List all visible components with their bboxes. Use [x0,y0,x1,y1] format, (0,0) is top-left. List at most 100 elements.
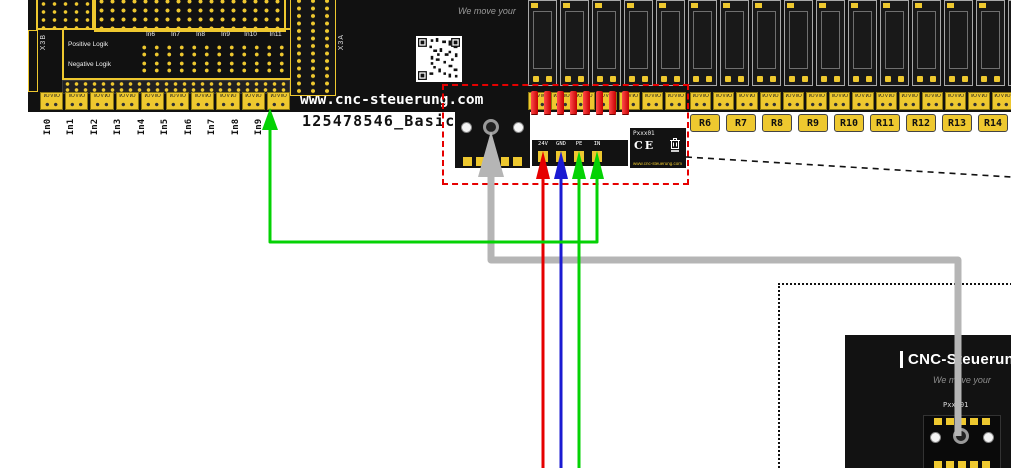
solder-pad [706,76,712,82]
solder-pad [917,76,923,82]
relay-module [912,0,941,86]
terminal-block: I/O V I/O [241,92,265,110]
terminal-block-label: I/O V I/O [621,94,638,99]
connector-label-x3b: X3B [40,34,47,51]
solder-pad [958,418,966,425]
terminal-block: I/O V I/O [759,92,781,110]
input-terminal-label: In3 [107,112,131,142]
weee-bin-icon [669,137,681,158]
relay-body [565,11,584,69]
relay-body [789,11,808,69]
relay-tag-pad [947,3,954,8]
relay-tag-pad [819,3,826,8]
input-terminal-label: In4 [130,112,154,142]
relay-tag-pad [723,3,730,8]
terminal-block-label: I/O V I/O [194,94,211,99]
input-terminal-label-text: In2 [89,118,100,136]
relay-tag-pad [531,3,538,8]
solder-pad [565,76,571,82]
input-terminal-label-text: In6 [183,118,194,136]
relay-body [693,11,712,69]
terminal-block: I/O V I/O [898,92,921,110]
input-terminal-label-text: In4 [136,118,147,136]
input-terminal-label: In6 [177,112,201,142]
relay-body [629,11,648,69]
solder-pad [770,76,776,82]
relay-body [661,11,680,69]
input-terminal-label: In1 [60,112,84,142]
terminal-block: I/O V I/O [713,92,735,110]
input-terminal-label: In7 [201,112,225,142]
terminal-block: I/O V I/O [266,92,291,110]
terminal-block: I/O V I/O [875,92,897,110]
relay-terminal-label: R12 [906,114,936,132]
input-terminal-label-text: In1 [66,118,77,136]
solder-pad [629,76,635,82]
terminal-block: I/O V I/O [216,92,240,110]
solder-pad [821,76,827,82]
terminal-block-label: I/O V I/O [878,94,895,99]
red-jumper-pin [544,91,551,114]
jumper-column-label: In7 [170,31,181,38]
input-terminal-label: In5 [154,112,178,142]
terminal-block-label: I/O V I/O [947,94,964,99]
solder-pad [982,461,990,468]
relay-body [853,11,872,69]
relay-terminal-label: R6 [690,114,720,132]
relay-terminal-label: R9 [798,114,828,132]
input-terminal-label-text: In8 [230,118,241,136]
brand-text: CNC-Steuerung [900,351,1011,368]
terminal-block: I/O V I/O [40,92,64,110]
relay-tag-pad [915,3,922,8]
solder-pad [757,76,763,82]
relay-body [885,11,904,69]
terminal-block: I/O V I/O [968,92,990,110]
ce-mark: CE [634,139,656,152]
adapter-callout-box [442,84,689,185]
relay-module [848,0,877,86]
callout-leader-line [685,156,1011,178]
terminal-block-label: I/O V I/O [762,94,779,99]
red-jumper-pin [596,91,603,114]
positive-logic-label: Positive Logik [68,41,109,48]
relay-terminal-label: R13 [942,114,972,132]
solder-pad [994,76,1000,82]
terminal-block: I/O V I/O [665,92,687,110]
relay-body [981,11,1000,69]
terminal-block: I/O V I/O [191,92,215,110]
relay-module [1008,0,1011,86]
terminal-block-label: I/O V I/O [855,94,871,99]
input-terminal-label-text: In0 [42,118,53,136]
terminal-block-label: I/O V I/O [119,94,136,99]
relay-body [917,11,936,69]
terminal-block-label: I/O V I/O [715,94,732,99]
solder-pad [958,461,966,468]
relay-terminal-label: R10 [834,114,864,132]
solder-pad [674,76,680,82]
detail-tagline: We move your [933,375,991,385]
red-jumper-pin [557,91,564,114]
input-terminal-label-text: In5 [160,118,171,136]
terminal-block: I/O V I/O [852,92,874,110]
screw-hole [983,432,994,443]
jumper-column-label: In6 [145,31,156,38]
pin-header-column [290,0,336,96]
qr-code-pattern [418,38,460,80]
relay-module [528,0,557,86]
terminal-block: I/O V I/O [991,92,1011,110]
relay-tag-pad [563,3,570,8]
relay-tag-pad [755,3,762,8]
solder-pad [982,418,990,425]
relay-tag-pad [595,3,602,8]
terminal-block: I/O V I/O [642,92,664,110]
input-terminal-label: In0 [36,112,60,142]
negative-logic-label: Negative Logik [68,61,111,68]
relay-tag-pad [979,3,986,8]
terminal-block-label: I/O V I/O [667,94,684,99]
red-jumper-pin [609,91,616,114]
